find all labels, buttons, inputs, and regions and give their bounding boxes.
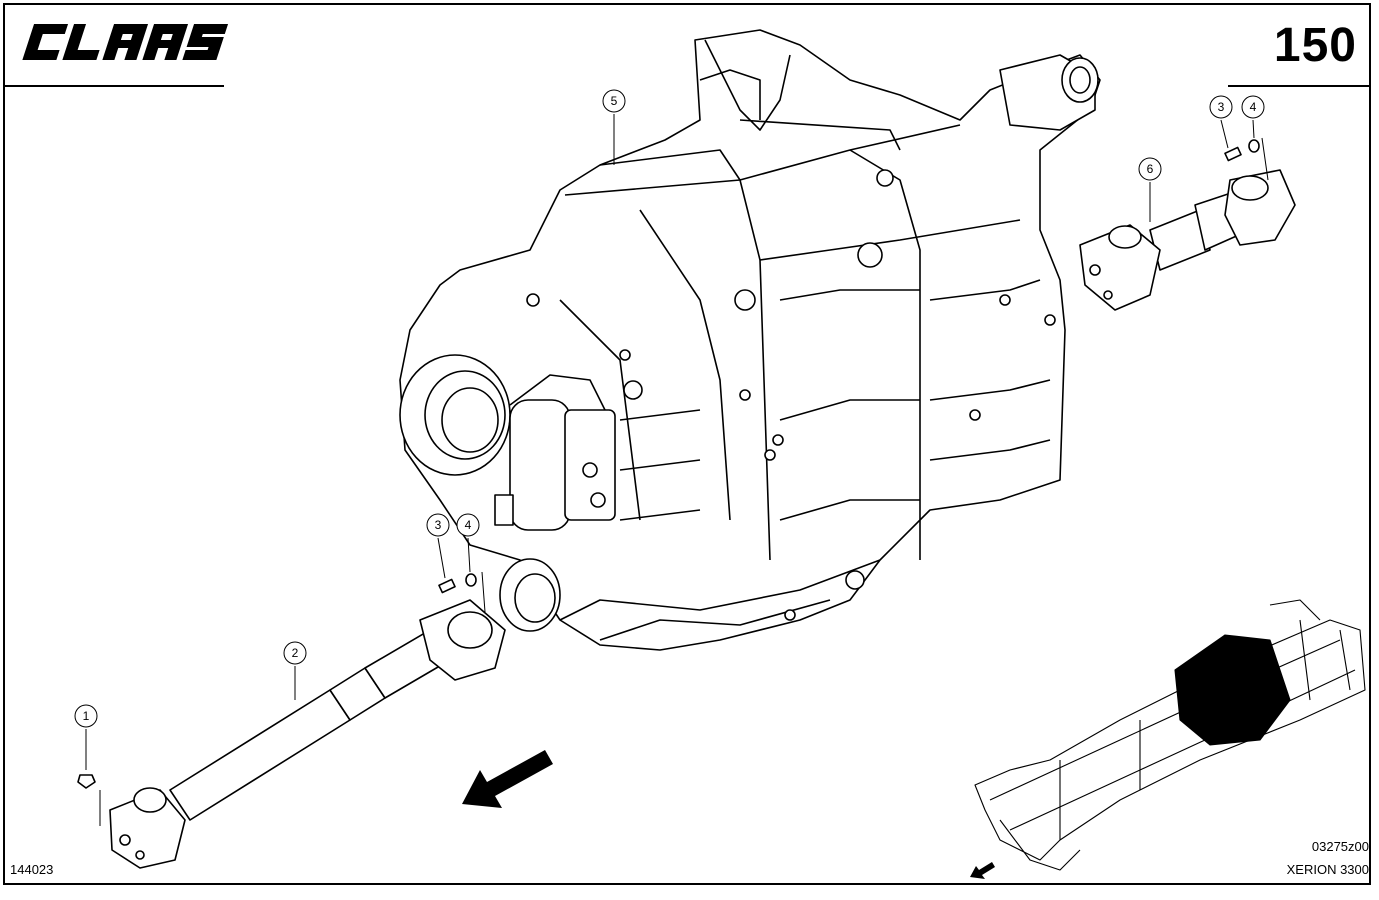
drawing-reference-code: 144023 xyxy=(10,862,54,877)
inset-direction-arrow xyxy=(970,862,995,879)
svg-text:1: 1 xyxy=(83,709,90,723)
figure-code: 03275z00 xyxy=(1311,839,1369,854)
chassis-overview-inset xyxy=(974,599,1366,871)
fasteners-front xyxy=(77,573,477,789)
claas-logo xyxy=(22,24,229,60)
output-flange xyxy=(999,54,1099,131)
callout-6: 6 xyxy=(1138,157,1162,181)
svg-text:3: 3 xyxy=(1218,100,1225,114)
svg-text:4: 4 xyxy=(1250,100,1257,114)
housing-holes xyxy=(526,169,1056,621)
page-number: 150 xyxy=(1273,19,1357,72)
callouts: 1 2 3 4 3 4 5 6 xyxy=(74,89,1265,728)
drive-shaft-front xyxy=(109,599,506,869)
direction-arrow xyxy=(462,750,553,808)
logo-rule xyxy=(4,85,224,87)
callout-4-rear: 4 xyxy=(1241,95,1265,119)
svg-text:6: 6 xyxy=(1147,162,1154,176)
callout-4-front: 4 xyxy=(456,513,480,537)
machine-model: XERION 3300 xyxy=(1286,862,1369,877)
page-number-rule xyxy=(1228,85,1370,87)
callout-3-rear: 3 xyxy=(1209,95,1233,119)
drive-shaft-rear xyxy=(1079,169,1296,311)
callout-3-front: 3 xyxy=(426,513,450,537)
svg-text:5: 5 xyxy=(611,94,618,108)
svg-text:2: 2 xyxy=(292,646,299,660)
callout-1: 1 xyxy=(74,704,98,728)
drawing-frame xyxy=(3,3,1371,885)
leader-lines xyxy=(85,114,1269,826)
callout-5: 5 xyxy=(602,89,626,113)
input-flange xyxy=(399,354,561,632)
fasteners-rear xyxy=(1224,139,1260,162)
svg-text:4: 4 xyxy=(465,518,472,532)
gearbox-housing xyxy=(399,29,1101,651)
valve-actuator xyxy=(494,374,616,531)
callout-2: 2 xyxy=(283,641,307,665)
svg-text:3: 3 xyxy=(435,518,442,532)
